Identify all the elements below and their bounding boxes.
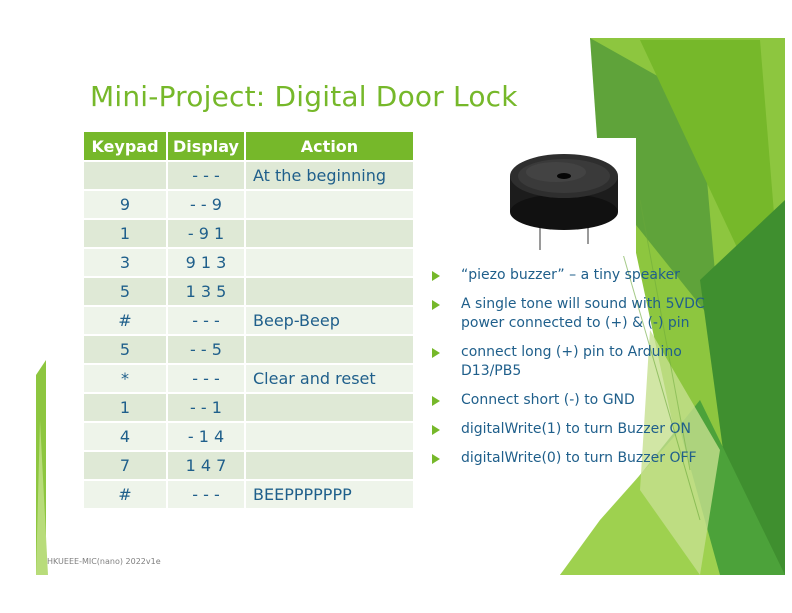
display-cell: 9 1 3 (167, 247, 246, 277)
action-cell: At the beginning (245, 160, 415, 190)
action-cell: BEEPPPPPPP (245, 479, 415, 508)
triangle-bullet-icon (432, 348, 440, 358)
display-cell: - - - (167, 363, 246, 393)
action-cell: Beep-Beep (245, 305, 415, 335)
table-row: #- - -Beep-Beep (84, 305, 415, 335)
triangle-bullet-icon (432, 425, 440, 435)
action-cell (245, 392, 415, 422)
action-cell (245, 421, 415, 451)
action-cell (245, 276, 415, 306)
display-cell: - - - (167, 479, 246, 508)
keypad-cell: 3 (84, 247, 168, 277)
column-header-action: Action (245, 132, 415, 161)
keypad-cell: 4 (84, 421, 168, 451)
table-row: 1- - 1 (84, 392, 415, 422)
table-row: #- - -BEEPPPPPPP (84, 479, 415, 508)
bullet-item: digitalWrite(0) to turn Buzzer OFF (432, 449, 732, 468)
slide-footer: HKUEEE-MIC(nano) 2022v1e (47, 557, 161, 566)
keypad-cell: 1 (84, 392, 168, 422)
bullet-item: “piezo buzzer” – a tiny speaker (432, 266, 732, 285)
display-cell: - - 9 (167, 189, 246, 219)
table-row: 5- - 5 (84, 334, 415, 364)
table-row: *- - -Clear and reset (84, 363, 415, 393)
keypad-cell: 9 (84, 189, 168, 219)
bullet-text: “piezo buzzer” – a tiny speaker (461, 267, 680, 283)
keypad-cell: 7 (84, 450, 168, 480)
bullet-list: “piezo buzzer” – a tiny speaker A single… (432, 266, 732, 478)
keypad-cell: # (84, 305, 168, 335)
bullet-item: connect long (+) pin to Arduino D13/PB5 (432, 343, 732, 381)
piezo-buzzer-image (496, 138, 636, 256)
column-header-keypad: Keypad (84, 132, 168, 161)
display-cell: 1 3 5 (167, 276, 246, 306)
bullet-item: Connect short (-) to GND (432, 391, 732, 410)
table-row: 9- - 9 (84, 189, 415, 219)
bullet-text: Connect short (-) to GND (461, 392, 635, 408)
bullet-text: digitalWrite(0) to turn Buzzer OFF (461, 450, 697, 466)
display-cell: - 9 1 (167, 218, 246, 248)
display-cell: - - - (167, 160, 246, 190)
display-cell: - - 1 (167, 392, 246, 422)
table-row: 4- 1 4 (84, 421, 415, 451)
slide-title: Mini-Project: Digital Door Lock (90, 80, 518, 113)
deco-facet-deep (700, 200, 785, 575)
display-cell: - 1 4 (167, 421, 246, 451)
display-cell: - - - (167, 305, 246, 335)
deco-left-sliver-light (36, 420, 48, 575)
table-row: - - -At the beginning (84, 160, 415, 190)
triangle-bullet-icon (432, 454, 440, 464)
display-cell: 1 4 7 (167, 450, 246, 480)
keypad-table: Keypad Display Action - - -At the beginn… (84, 132, 415, 508)
bullet-text: connect long (+) pin to Arduino D13/PB5 (461, 344, 682, 379)
action-cell (245, 334, 415, 364)
triangle-bullet-icon (432, 396, 440, 406)
table-header-row: Keypad Display Action (84, 132, 415, 161)
table-row: 1- 9 1 (84, 218, 415, 248)
bullet-item: A single tone will sound with 5VDC power… (432, 295, 732, 333)
action-cell (245, 247, 415, 277)
action-cell: Clear and reset (245, 363, 415, 393)
keypad-cell (84, 160, 168, 190)
display-cell: - - 5 (167, 334, 246, 364)
bullet-text: digitalWrite(1) to turn Buzzer ON (461, 421, 691, 437)
keypad-cell: # (84, 479, 168, 508)
triangle-bullet-icon (432, 271, 440, 281)
action-cell (245, 218, 415, 248)
column-header-display: Display (167, 132, 246, 161)
bullet-text: A single tone will sound with 5VDC power… (461, 296, 705, 331)
action-cell (245, 189, 415, 219)
bullet-item: digitalWrite(1) to turn Buzzer ON (432, 420, 732, 439)
keypad-cell: * (84, 363, 168, 393)
keypad-cell: 5 (84, 334, 168, 364)
keypad-cell: 5 (84, 276, 168, 306)
keypad-cell: 1 (84, 218, 168, 248)
action-cell (245, 450, 415, 480)
triangle-bullet-icon (432, 300, 440, 310)
